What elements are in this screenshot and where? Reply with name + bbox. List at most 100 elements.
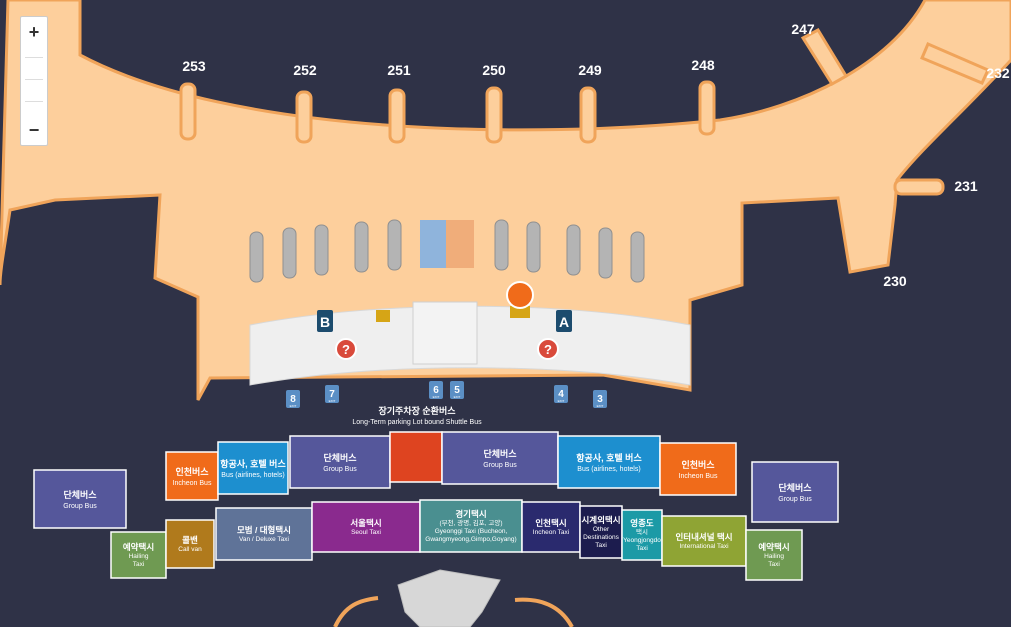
taxi-zone-box[interactable] [215,507,313,561]
exit-number: 7 [329,389,335,400]
taxi-zone-box[interactable] [661,515,747,567]
pier-249 [579,86,597,144]
taxi-zone-label: 시계외택시 [581,515,620,525]
central-square-blue [420,220,446,268]
taxi-zone-box[interactable] [165,519,215,569]
exit-badge[interactable] [286,390,300,408]
exit-badge[interactable] [554,385,568,403]
taxi-zone-label: Gyeonggi Taxi (Bucheon, [435,528,508,535]
bus-zone-box[interactable] [33,469,127,529]
stroller-icon[interactable] [506,281,534,309]
exit-badge[interactable] [325,385,339,403]
taxi-zone-box[interactable] [110,531,167,579]
pod [566,224,581,276]
taxi-zone-label: Taxi [636,545,648,552]
pod [598,227,613,279]
bus-zone-box[interactable] [217,441,289,495]
exit-4[interactable]: 4 EXIT [554,385,568,403]
bus-zone[interactable] [389,431,443,483]
exit-5[interactable]: 5 EXIT [450,381,464,399]
taxi-zone-label: Hailing [129,553,149,560]
exit-badge[interactable] [593,390,607,408]
zoom-in-button[interactable]: + [28,22,40,42]
gate-label: 253 [182,58,206,74]
taxi-zone-box[interactable] [745,529,803,581]
exit-7[interactable]: 7 EXIT [325,385,339,403]
exit-8[interactable]: 8 EXIT [286,390,300,408]
taxi-zone-box[interactable] [419,499,523,553]
exit-badge[interactable] [450,381,464,399]
bus-zone-box[interactable] [557,435,661,489]
gate-label: 248 [691,57,715,73]
childcare-marker[interactable] [506,281,534,318]
pharmacy-icon[interactable] [376,310,390,322]
info-symbol: ? [544,342,552,357]
bus-zone-box[interactable] [165,451,219,501]
bus-zone-label-ko: 단체버스 [778,482,812,493]
pod [249,231,264,283]
lower-building [333,569,574,627]
taxi-zone-label: Hailing [764,553,784,560]
taxi-zone-label: Seoul Taxi [351,529,381,536]
gate-label: 251 [387,62,411,78]
door-b-letter: B [320,314,330,330]
bus-zone-box[interactable] [751,461,839,523]
exit-3[interactable]: 3 EXIT [593,390,607,408]
pharmacy-marker[interactable] [376,310,390,322]
exit-badge[interactable] [429,381,443,399]
gate-label: 230 [883,273,907,289]
taxi-zone-label: Van / Deluxe Taxi [239,536,289,543]
gate-label: 232 [986,65,1010,81]
taxi-zone[interactable]: 경기택시(부천, 광명, 김포, 고양)Gyeonggi Taxi (Buche… [419,499,523,553]
taxi-zone-label: 택시 [636,527,648,536]
gate-label: 231 [954,178,978,194]
door-a-marker[interactable]: A [556,310,572,332]
info-point-a[interactable]: ? [537,338,559,360]
bus-zone-label-ko: 단체버스 [323,452,357,463]
exit-number: 5 [454,385,460,396]
zoom-out-button[interactable]: − [28,120,40,140]
taxi-zone-label: 서울택시 [350,518,381,528]
door-a-badge[interactable] [556,310,572,332]
taxi-zone-label: 모범 / 대형택시 [237,525,291,535]
door-b-badge[interactable] [317,310,333,332]
bus-zone-box[interactable] [389,431,443,483]
pod [354,221,369,273]
info-point-b[interactable]: ? [335,338,357,360]
exit-number: 8 [290,394,296,405]
bus-zone-label-ko: 항공사, 호텔 버스 [576,452,642,463]
info-icon[interactable] [335,338,357,360]
exit-label: EXIT [558,399,565,403]
info-symbol: ? [342,342,350,357]
taxi-zone-label: 인천택시 [535,518,566,528]
exit-label: EXIT [597,404,604,408]
taxi-zone-box[interactable] [621,509,663,561]
bus-zone-box[interactable] [289,435,391,489]
exit-6[interactable]: 6 EXIT [429,381,443,399]
bus-zone-box[interactable] [659,442,737,496]
taxi-zone-label: 인터내셔널 택시 [675,532,732,542]
info-icon[interactable] [537,338,559,360]
door-b-marker[interactable]: B [317,310,333,332]
taxi-zone-label: 예약택시 [758,542,789,552]
exit-label: EXIT [290,404,297,408]
